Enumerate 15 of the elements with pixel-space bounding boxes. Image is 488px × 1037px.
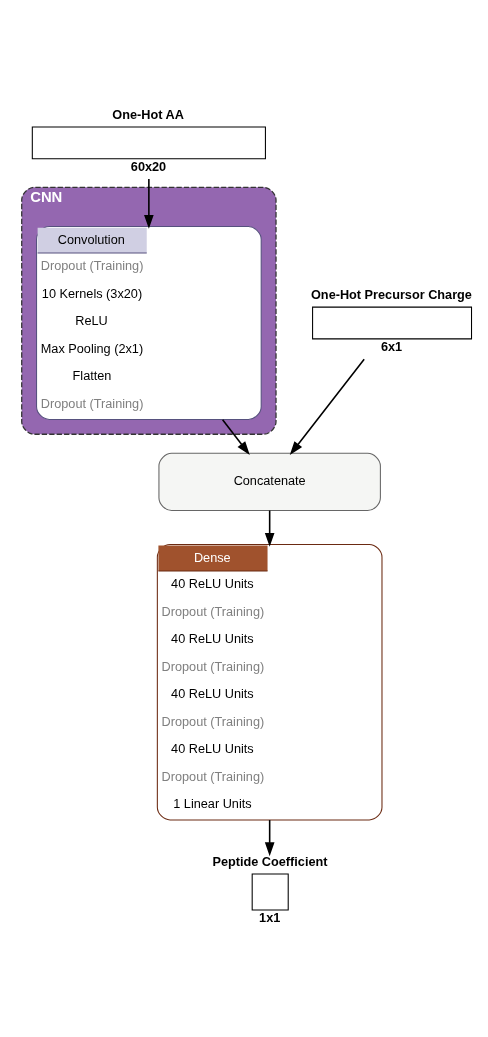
node-label: 6x1 (380, 339, 402, 355)
node-box (31, 126, 266, 160)
node-label: One-Hot Precursor Charge (310, 287, 472, 303)
node-box: Concatenate (157, 452, 381, 512)
arrow (264, 819, 274, 857)
arrow (264, 509, 274, 547)
arrow (221, 419, 250, 456)
arrow (143, 178, 154, 229)
arrow (289, 358, 365, 455)
node-box (251, 873, 289, 911)
node-label: Peptide Coefficient (211, 854, 328, 870)
node-box (311, 306, 472, 340)
node-label: One-Hot AA (111, 107, 184, 123)
node-label: 1x1 (258, 910, 280, 926)
node-label: 60x20 (130, 159, 166, 175)
